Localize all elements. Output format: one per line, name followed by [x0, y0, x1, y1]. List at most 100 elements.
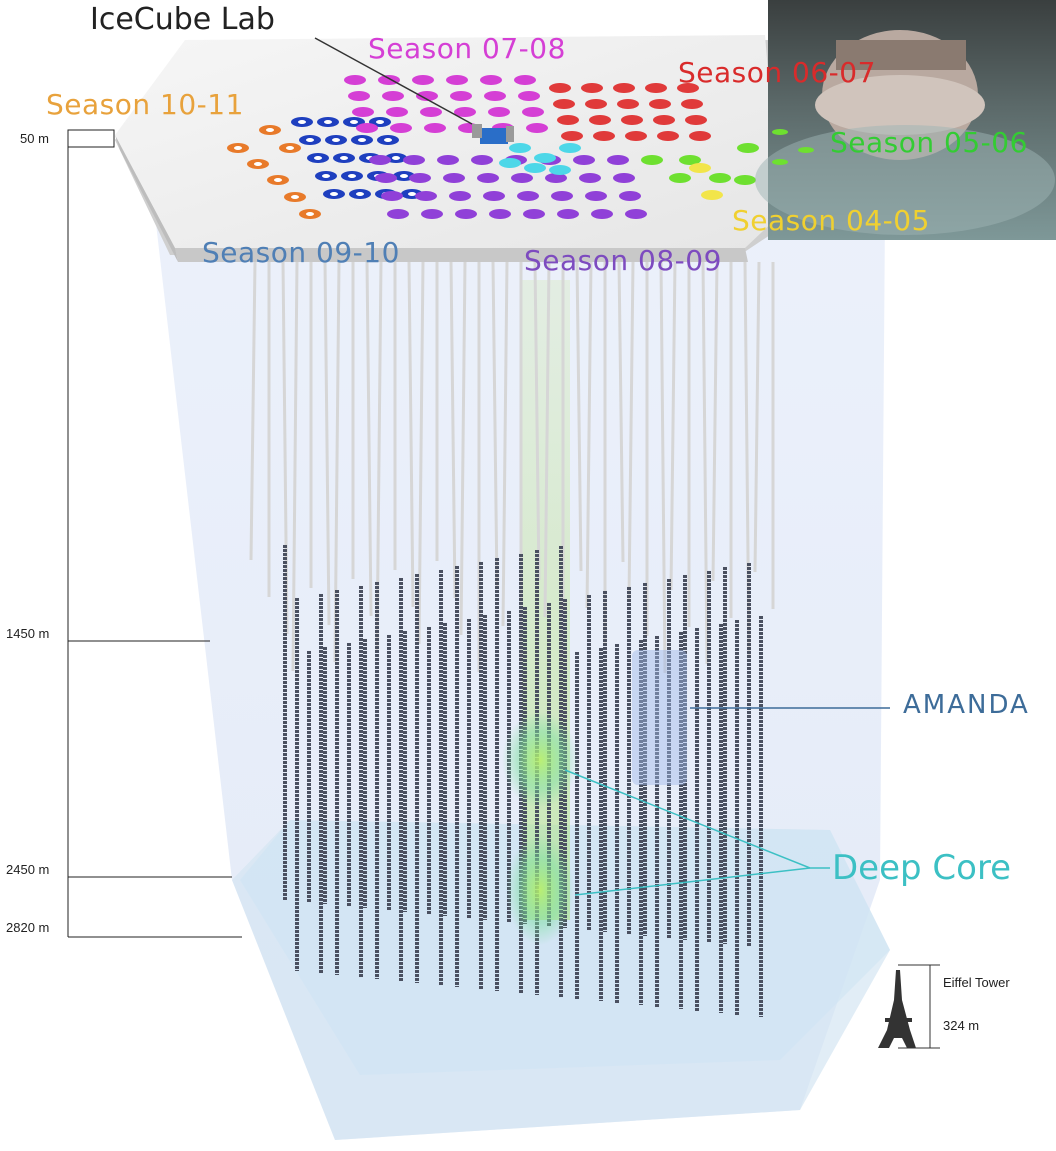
station-dot — [446, 75, 468, 85]
cable — [491, 261, 499, 590]
cable — [533, 261, 541, 581]
station-dot — [557, 209, 579, 219]
depth-label-50m: 50 m — [20, 131, 49, 146]
station-dot — [545, 173, 567, 183]
deep-core-glow-upper — [502, 712, 578, 808]
station-dot — [454, 107, 476, 117]
station-dot — [553, 99, 575, 109]
cable — [365, 261, 373, 617]
station-dot — [619, 191, 641, 201]
station-dot — [375, 173, 397, 183]
station-dot — [437, 155, 459, 165]
station-dot-center — [306, 138, 314, 142]
season-04-05-label: Season 04-05 — [732, 204, 930, 237]
station-dot — [523, 209, 545, 219]
station-dot — [443, 173, 465, 183]
cable — [407, 261, 415, 608]
station-dot — [450, 91, 472, 101]
station-dot — [681, 99, 703, 109]
station-dot — [455, 209, 477, 219]
station-dot — [641, 155, 663, 165]
station-dot — [403, 155, 425, 165]
station-dot — [561, 131, 583, 141]
callout-lines — [314, 37, 890, 896]
eiffel-tower-icon — [878, 964, 940, 1049]
station-dot-center — [254, 162, 262, 166]
station-dot-center — [314, 156, 322, 160]
station-dot — [352, 107, 374, 117]
station-dot-center — [332, 138, 340, 142]
station-dot — [579, 173, 601, 183]
station-dot — [488, 107, 510, 117]
station-dot — [534, 153, 556, 163]
station-dot-center — [266, 128, 274, 132]
cable — [617, 261, 625, 563]
station-dot — [369, 155, 391, 165]
station-dot-center — [306, 212, 314, 216]
station-dot — [420, 107, 442, 117]
season-09-10-label: Season 09-10 — [202, 236, 400, 269]
cable — [291, 261, 299, 672]
sensor-photo-inset — [755, 0, 1056, 240]
station-dot-center — [384, 138, 392, 142]
station-dot — [625, 209, 647, 219]
station-dot — [625, 131, 647, 141]
depth-label-1450m: 1450 m — [6, 626, 50, 641]
icecube-lab-label: IceCube Lab — [90, 2, 275, 37]
season-07-08-label: Season 07-08 — [368, 32, 566, 65]
station-dot-center — [400, 174, 408, 178]
station-dot — [412, 75, 434, 85]
cable — [701, 261, 709, 665]
cable — [585, 261, 593, 609]
station-dot — [484, 91, 506, 101]
surface-station-dots — [227, 75, 759, 219]
station-dot — [526, 123, 548, 133]
cable — [249, 261, 257, 561]
station-dot — [549, 165, 571, 175]
cable — [543, 261, 551, 618]
eiffel-tower-label: Eiffel Tower — [943, 975, 1010, 990]
station-dot-center — [376, 120, 384, 124]
station-dot — [559, 143, 581, 153]
station-dot — [573, 155, 595, 165]
station-dot — [585, 99, 607, 109]
cable — [669, 261, 677, 591]
station-dot — [689, 131, 711, 141]
station-dot-center — [350, 120, 358, 124]
cable — [659, 261, 667, 674]
station-dot — [585, 191, 607, 201]
station-dot-center — [322, 174, 330, 178]
station-dot — [549, 83, 571, 93]
station-dot — [348, 91, 370, 101]
station-dot — [621, 115, 643, 125]
cable — [711, 261, 719, 582]
station-dot — [480, 75, 502, 85]
station-dot — [381, 191, 403, 201]
station-dot-center — [356, 192, 364, 196]
cable — [501, 261, 509, 627]
station-dot — [509, 143, 531, 153]
cable — [575, 261, 583, 572]
station-dot — [356, 123, 378, 133]
station-dot — [483, 191, 505, 201]
station-dot — [737, 143, 759, 153]
station-dot — [551, 191, 573, 201]
cable — [627, 261, 635, 600]
station-dot-center — [358, 138, 366, 142]
station-dot — [701, 190, 723, 200]
station-dot — [449, 191, 471, 201]
optical-module-strings — [283, 545, 763, 1017]
season-06-07-label: Season 06-07 — [678, 56, 876, 89]
station-dot — [677, 83, 699, 93]
station-dot — [607, 155, 629, 165]
station-dot-center — [274, 178, 282, 182]
station-dot — [524, 163, 546, 173]
depth-label-2450m: 2450 m — [6, 862, 50, 877]
station-dot — [613, 173, 635, 183]
station-dot — [511, 173, 533, 183]
station-dot — [613, 83, 635, 93]
station-dot — [734, 175, 756, 185]
station-dot — [421, 209, 443, 219]
station-dot — [645, 83, 667, 93]
